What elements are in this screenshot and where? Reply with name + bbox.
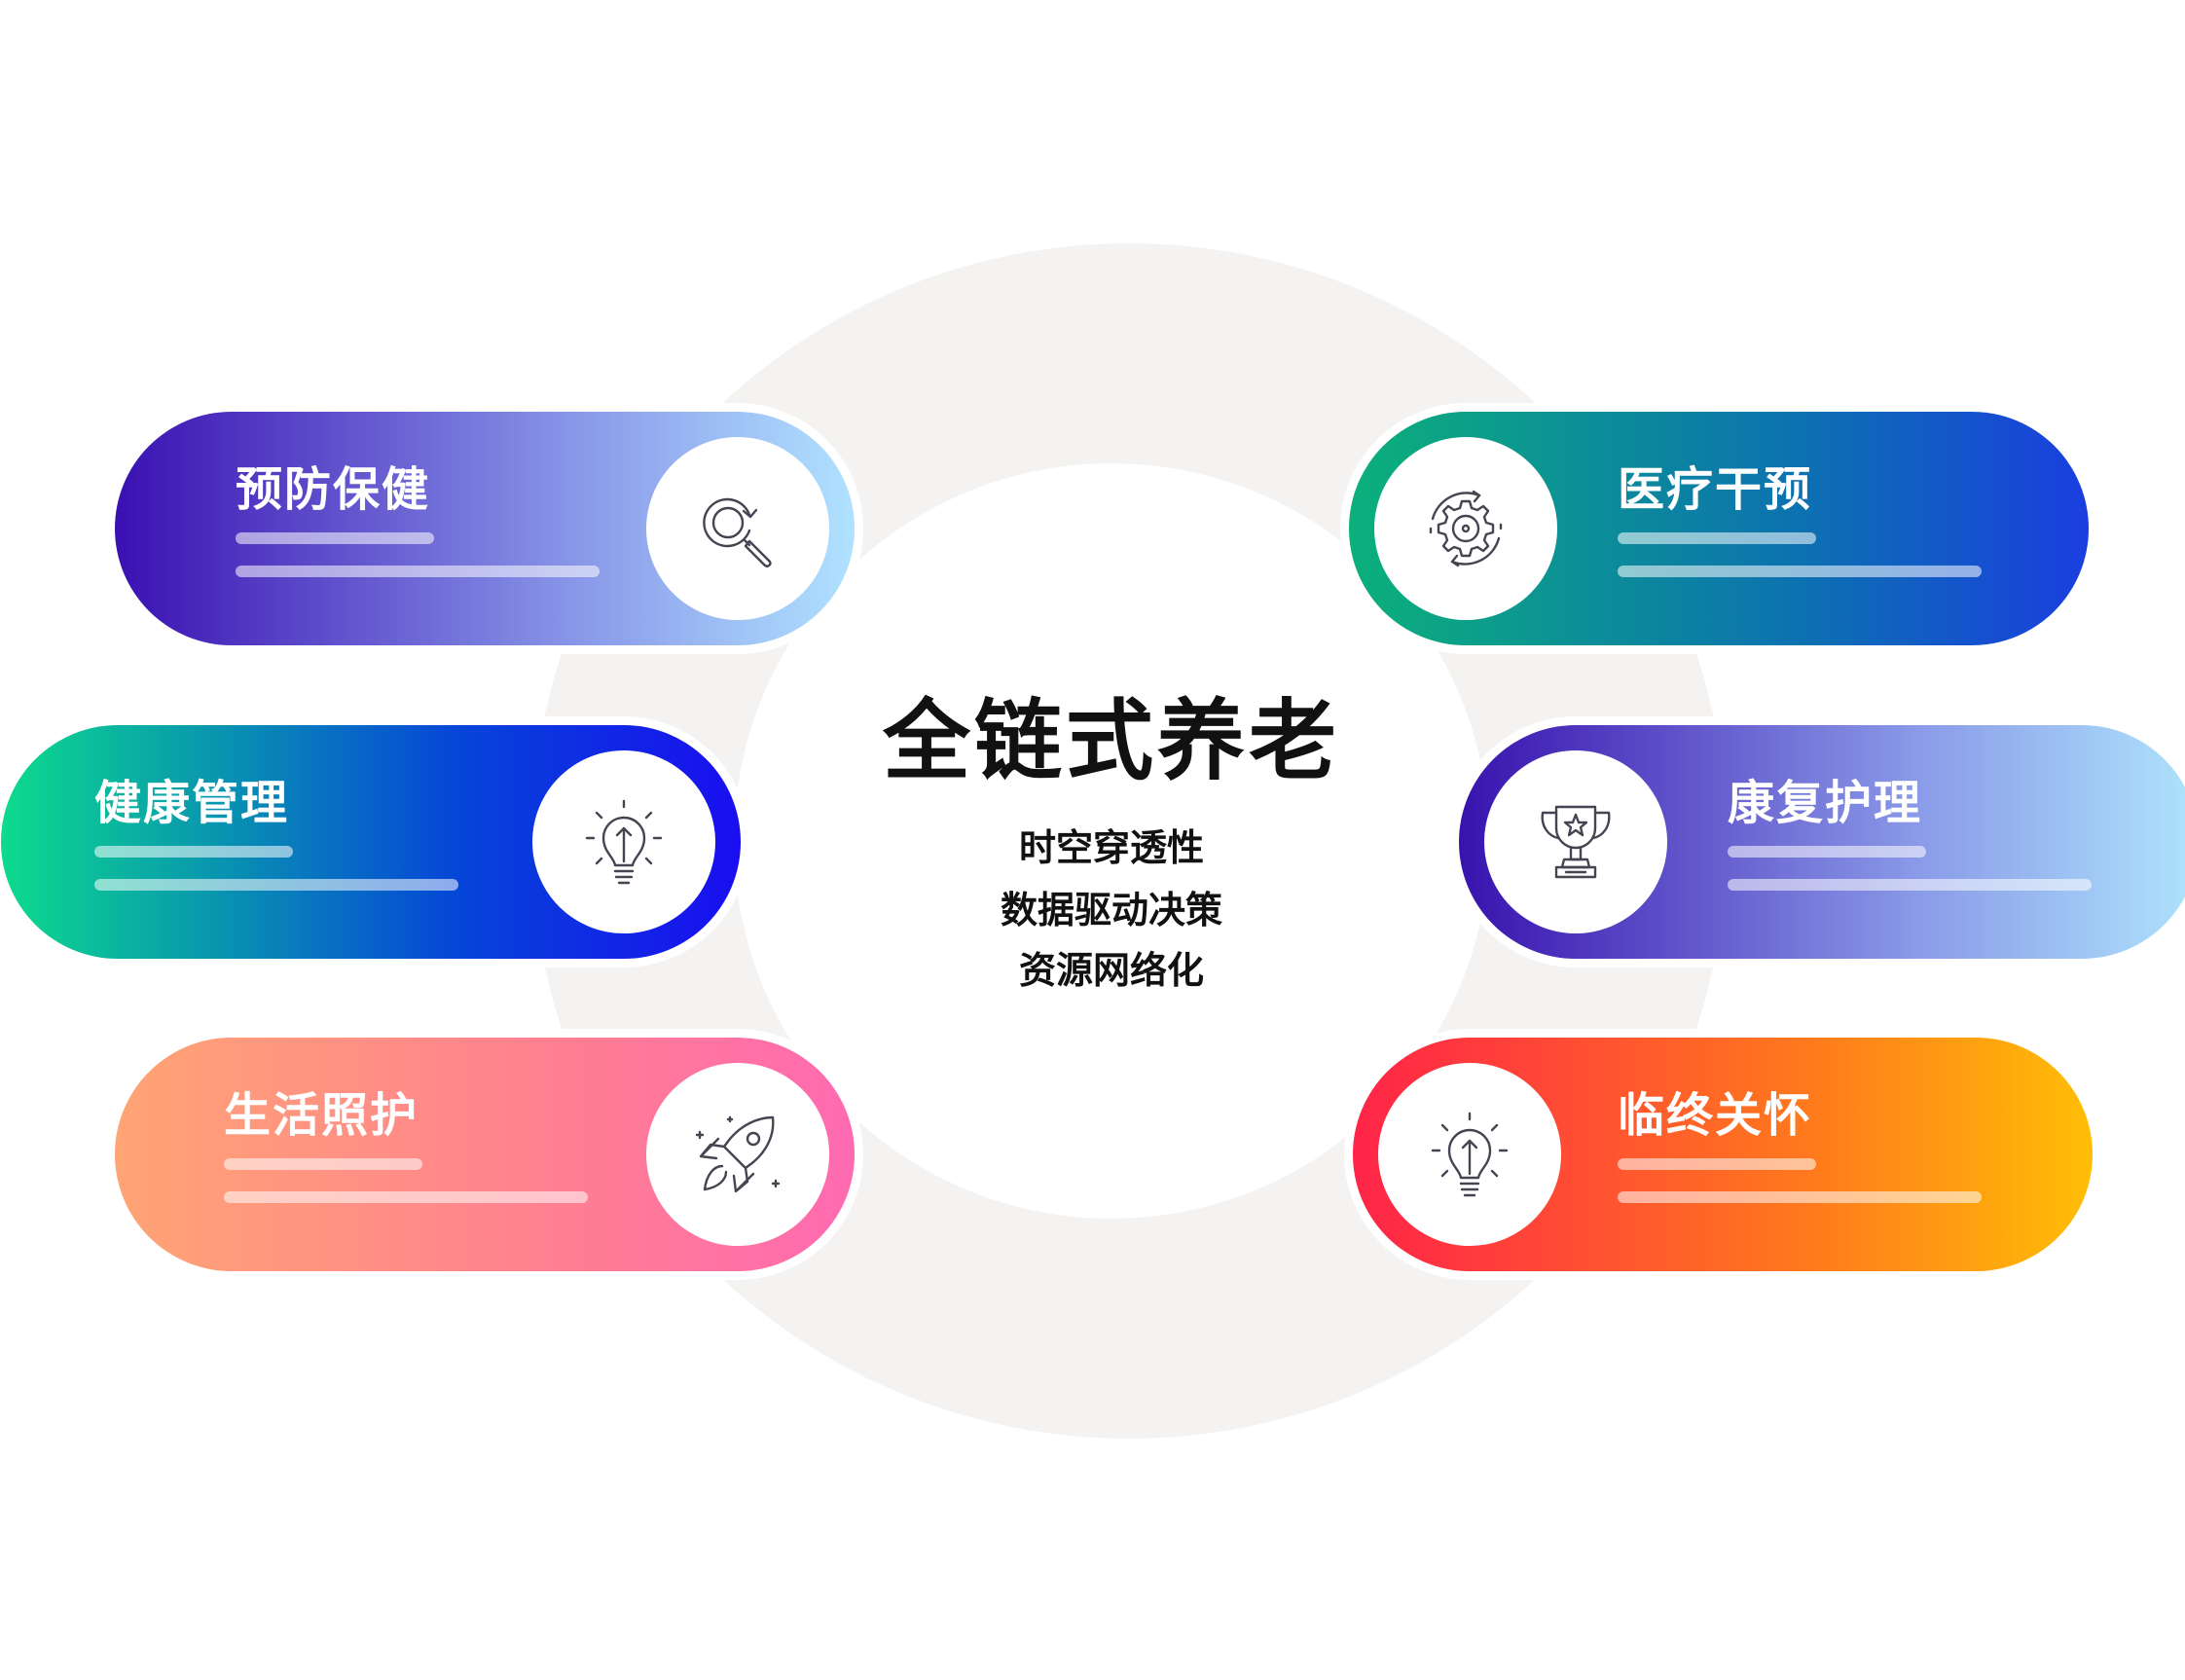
rocket-icon	[695, 1115, 781, 1193]
card-health-wrapper: 健康管理	[0, 716, 749, 968]
center-line-1: 时空穿透性	[1018, 826, 1204, 869]
icon-circle	[1378, 1063, 1561, 1246]
center-line-2: 数据驱动决策	[1000, 889, 1222, 931]
card-bar-short	[224, 1158, 422, 1170]
card-prevention-wrapper: 预防保健	[106, 403, 863, 654]
card-bar-long	[224, 1191, 588, 1203]
card-rehab: 康复护理	[1459, 725, 2185, 959]
card-bar-short	[1618, 1158, 1816, 1170]
card-bar-long	[94, 879, 458, 891]
card-bar-short	[94, 846, 293, 858]
lightbulb-icon	[585, 799, 663, 885]
card-lifecare: 生活照护	[115, 1038, 855, 1271]
card-title: 临终关怀	[1618, 1088, 1813, 1143]
card-prevention: 预防保健	[115, 412, 855, 645]
card-bar-short	[1728, 846, 1926, 858]
card-title: 医疗干预	[1618, 462, 1813, 517]
icon-circle	[646, 437, 829, 620]
card-hospice: 临终关怀	[1353, 1038, 2093, 1271]
card-title: 预防保健	[236, 462, 431, 517]
center-line-3: 资源网络化	[1018, 949, 1204, 992]
card-lifecare-wrapper: 生活照护	[106, 1029, 863, 1280]
card-title: 康复护理	[1728, 776, 1923, 830]
icon-circle	[646, 1063, 829, 1246]
card-medical-wrapper: 医疗干预	[1340, 403, 2097, 654]
magnifier-refresh-icon	[703, 497, 772, 567]
card-bar-long	[236, 566, 600, 577]
card-title: 生活照护	[224, 1088, 419, 1143]
icon-circle	[1374, 437, 1557, 620]
card-bar-long	[1728, 879, 2092, 891]
card-bar-long	[1618, 566, 1982, 577]
card-hospice-wrapper: 临终关怀	[1344, 1029, 2101, 1280]
card-bar-short	[236, 532, 434, 544]
card-health: 健康管理	[1, 725, 741, 959]
center-title: 全链式养老	[883, 690, 1340, 792]
card-title: 健康管理	[94, 776, 290, 830]
card-rehab-wrapper: 康复护理	[1450, 716, 2185, 968]
icon-circle	[1484, 750, 1667, 933]
icon-circle	[532, 750, 715, 933]
card-bar-short	[1618, 532, 1816, 544]
lightbulb-icon	[1431, 1112, 1509, 1197]
card-medical: 医疗干预	[1349, 412, 2089, 645]
card-bar-long	[1618, 1191, 1982, 1203]
gear-refresh-icon	[1429, 490, 1503, 567]
trophy-star-icon	[1541, 805, 1611, 879]
center-text-block: 全链式养老 时空穿透性 数据驱动决策 资源网络化	[734, 463, 1489, 1219]
